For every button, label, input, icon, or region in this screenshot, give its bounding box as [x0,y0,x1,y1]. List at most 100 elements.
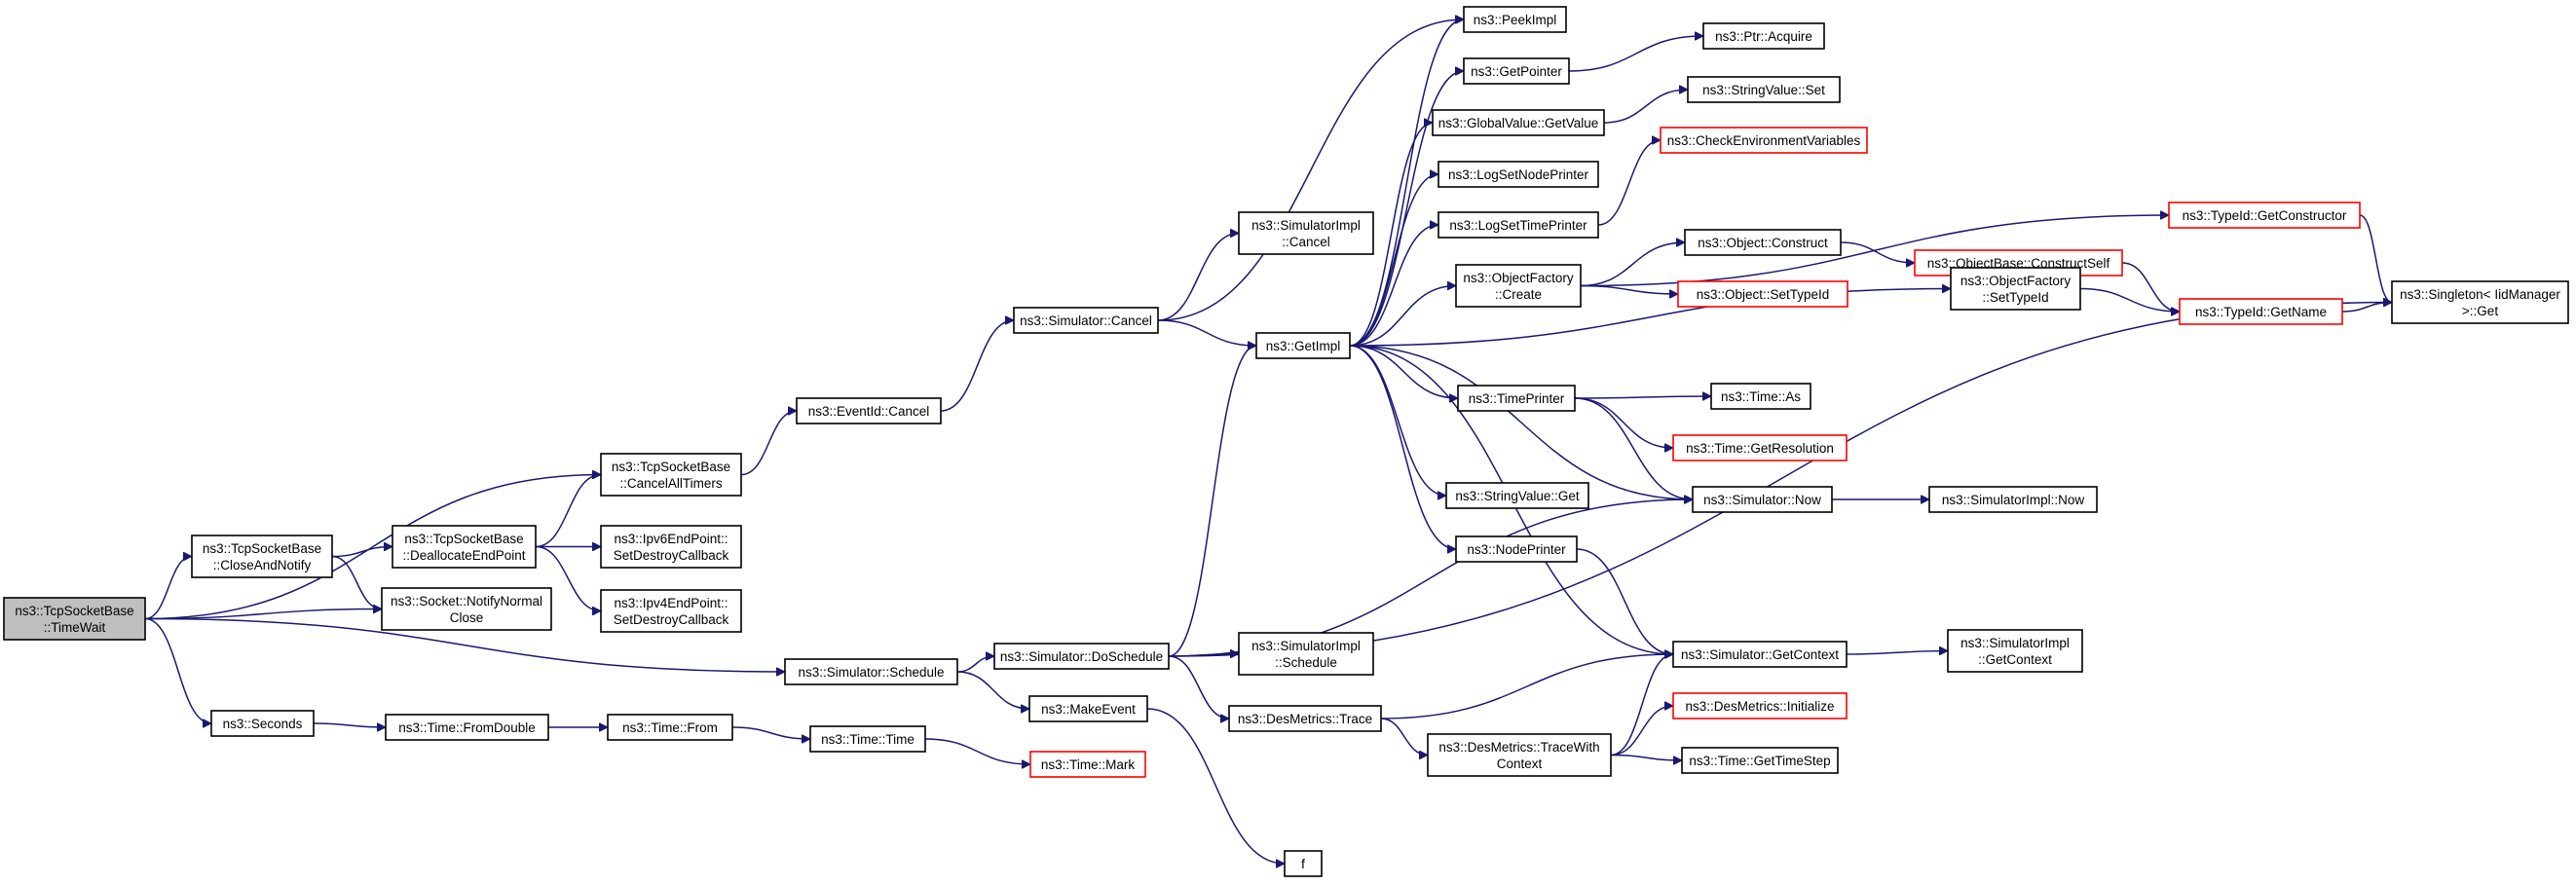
edge-time-to-mark [924,738,1030,764]
node-stringvalueget[interactable]: ns3::StringValue::Get [1445,482,1589,509]
node-ofcreate[interactable]: ns3::ObjectFactory::Create [1455,264,1582,308]
node-ipv6cb[interactable]: ns3::Ipv6EndPoint::SetDestroyCallback [600,525,742,569]
node-box-f[interactable] [1284,850,1323,877]
node-timewait[interactable]: ns3::TcpSocketBase::TimeWait [3,597,146,641]
node-timegetstep[interactable]: ns3::Time::GetTimeStep [1681,747,1839,774]
node-box-simgetctx[interactable] [1672,641,1848,668]
node-box-from[interactable] [607,714,733,741]
node-box-ptracquire[interactable] [1702,22,1825,50]
node-closeandnotify[interactable]: ns3::TcpSocketBase::CloseAndNotify [191,535,333,578]
node-box-simnow[interactable] [1692,486,1833,513]
node-box-deallocate[interactable] [392,525,537,569]
node-ptracquire[interactable]: ns3::Ptr::Acquire [1702,22,1825,50]
node-box-objsettypeid[interactable] [1677,280,1848,308]
node-objsettypeid[interactable]: ns3::Object::SetTypeId [1677,280,1848,308]
node-box-cancelalltimers[interactable] [600,453,742,497]
node-objconstruct[interactable]: ns3::Object::Construct [1684,229,1842,256]
node-box-checkenv[interactable] [1660,127,1868,154]
node-simnow[interactable]: ns3::Simulator::Now [1692,486,1833,513]
node-cancelalltimers[interactable]: ns3::TcpSocketBase::CancelAllTimers [600,453,742,497]
node-ipv4cb[interactable]: ns3::Ipv4EndPoint::SetDestroyCallback [600,589,742,633]
node-getimpl[interactable]: ns3::GetImpl [1255,332,1351,359]
node-box-typeidgetctor[interactable] [2168,202,2361,229]
node-box-stringvalueget[interactable] [1445,482,1589,509]
node-box-ipv6cb[interactable] [600,525,742,569]
node-desinit[interactable]: ns3::DesMetrics::Initialize [1672,692,1848,719]
node-box-lognodeprinter[interactable] [1437,161,1599,188]
node-box-getpointer[interactable] [1463,57,1570,85]
node-box-nodeprinter[interactable] [1455,535,1578,563]
node-box-seconds[interactable] [210,710,315,737]
node-box-stringvalueset[interactable] [1687,76,1841,103]
node-singletonget[interactable]: ns3::Singleton< IidManager >::Get [2391,280,2569,324]
node-box-mark[interactable] [1029,751,1146,778]
node-destrace[interactable]: ns3::DesMetrics::Trace [1228,705,1382,732]
node-peekimpl[interactable]: ns3::PeekImpl [1463,6,1567,33]
node-box-destrace[interactable] [1228,705,1382,732]
node-seconds[interactable]: ns3::Seconds [210,710,315,737]
node-box-timegetstep[interactable] [1681,747,1839,774]
node-time[interactable]: ns3::Time::Time [809,725,926,753]
node-timegetres[interactable]: ns3::Time::GetResolution [1672,434,1848,461]
node-ofsettypeid[interactable]: ns3::ObjectFactory::SetTypeId [1950,267,2081,311]
node-simimplnow[interactable]: ns3::SimulatorImpl::Now [1928,486,2098,513]
node-deallocate[interactable]: ns3::TcpSocketBase::DeallocateEndPoint [392,525,537,569]
node-box-logtimeprinter[interactable] [1437,211,1599,239]
node-simimplgetctx[interactable]: ns3::SimulatorImpl::GetContext [1947,629,2083,673]
node-box-timeprinter[interactable] [1457,385,1576,412]
node-f[interactable]: f [1284,850,1323,877]
node-logtimeprinter[interactable]: ns3::LogSetTimePrinter [1437,211,1599,239]
node-box-notifynormalclose[interactable] [381,587,552,631]
node-box-objconstruct[interactable] [1684,229,1842,256]
node-box-globalgetvalue[interactable] [1432,109,1605,136]
node-getpointer[interactable]: ns3::GetPointer [1463,57,1570,85]
node-box-simimplschedule[interactable] [1238,632,1374,676]
node-simimplcancel[interactable]: ns3::SimulatorImpl::Cancel [1238,211,1374,255]
node-box-simcancel[interactable] [1013,307,1159,334]
node-box-destracectx[interactable] [1427,733,1612,777]
node-eventidcancel[interactable]: ns3::EventId::Cancel [796,397,942,424]
node-simgetctx[interactable]: ns3::Simulator::GetContext [1672,641,1848,668]
node-fromdouble[interactable]: ns3::Time::FromDouble [385,714,549,741]
node-timeprinter[interactable]: ns3::TimePrinter [1457,385,1576,412]
node-box-typeidgetname[interactable] [2179,298,2343,325]
node-box-singletonget[interactable] [2391,280,2569,324]
node-box-makeevent[interactable] [1028,695,1148,722]
node-box-ipv4cb[interactable] [600,589,742,633]
node-box-getimpl[interactable] [1255,332,1351,359]
node-from[interactable]: ns3::Time::From [607,714,733,741]
node-box-ofcreate[interactable] [1455,264,1582,308]
node-makeevent[interactable]: ns3::MakeEvent [1028,695,1148,722]
node-box-timegetres[interactable] [1672,434,1848,461]
node-box-simimplcancel[interactable] [1238,211,1374,255]
node-nodeprinter[interactable]: ns3::NodePrinter [1455,535,1578,563]
node-simcancel[interactable]: ns3::Simulator::Cancel [1013,307,1159,334]
node-box-fromdouble[interactable] [385,714,549,741]
node-schedule[interactable]: ns3::Simulator::Schedule [784,658,958,685]
node-lognodeprinter[interactable]: ns3::LogSetNodePrinter [1437,161,1599,188]
node-box-timewait[interactable] [3,597,146,641]
node-box-simimplgetctx[interactable] [1947,629,2083,673]
node-stringvalueset[interactable]: ns3::StringValue::Set [1687,76,1841,103]
node-timeas[interactable]: ns3::Time::As [1710,383,1811,410]
node-simimplschedule[interactable]: ns3::SimulatorImpl::Schedule [1238,632,1374,676]
node-box-time[interactable] [809,725,926,753]
node-box-schedule[interactable] [784,658,958,685]
node-box-timeas[interactable] [1710,383,1811,410]
node-label-schedule: ns3::Simulator::Schedule [798,665,944,680]
node-box-eventidcancel[interactable] [796,397,942,424]
node-box-peekimpl[interactable] [1463,6,1567,33]
node-globalgetvalue[interactable]: ns3::GlobalValue::GetValue [1432,109,1605,136]
node-box-simimplnow[interactable] [1928,486,2098,513]
node-box-closeandnotify[interactable] [191,535,333,578]
node-box-desinit[interactable] [1672,692,1848,719]
node-mark[interactable]: ns3::Time::Mark [1029,751,1146,778]
node-box-doschedule[interactable] [993,643,1170,670]
node-checkenv[interactable]: ns3::CheckEnvironmentVariables [1660,127,1868,154]
node-typeidgetname[interactable]: ns3::TypeId::GetName [2179,298,2343,325]
node-box-ofsettypeid[interactable] [1950,267,2081,311]
node-doschedule[interactable]: ns3::Simulator::DoSchedule [993,643,1170,670]
node-typeidgetctor[interactable]: ns3::TypeId::GetConstructor [2168,202,2361,229]
